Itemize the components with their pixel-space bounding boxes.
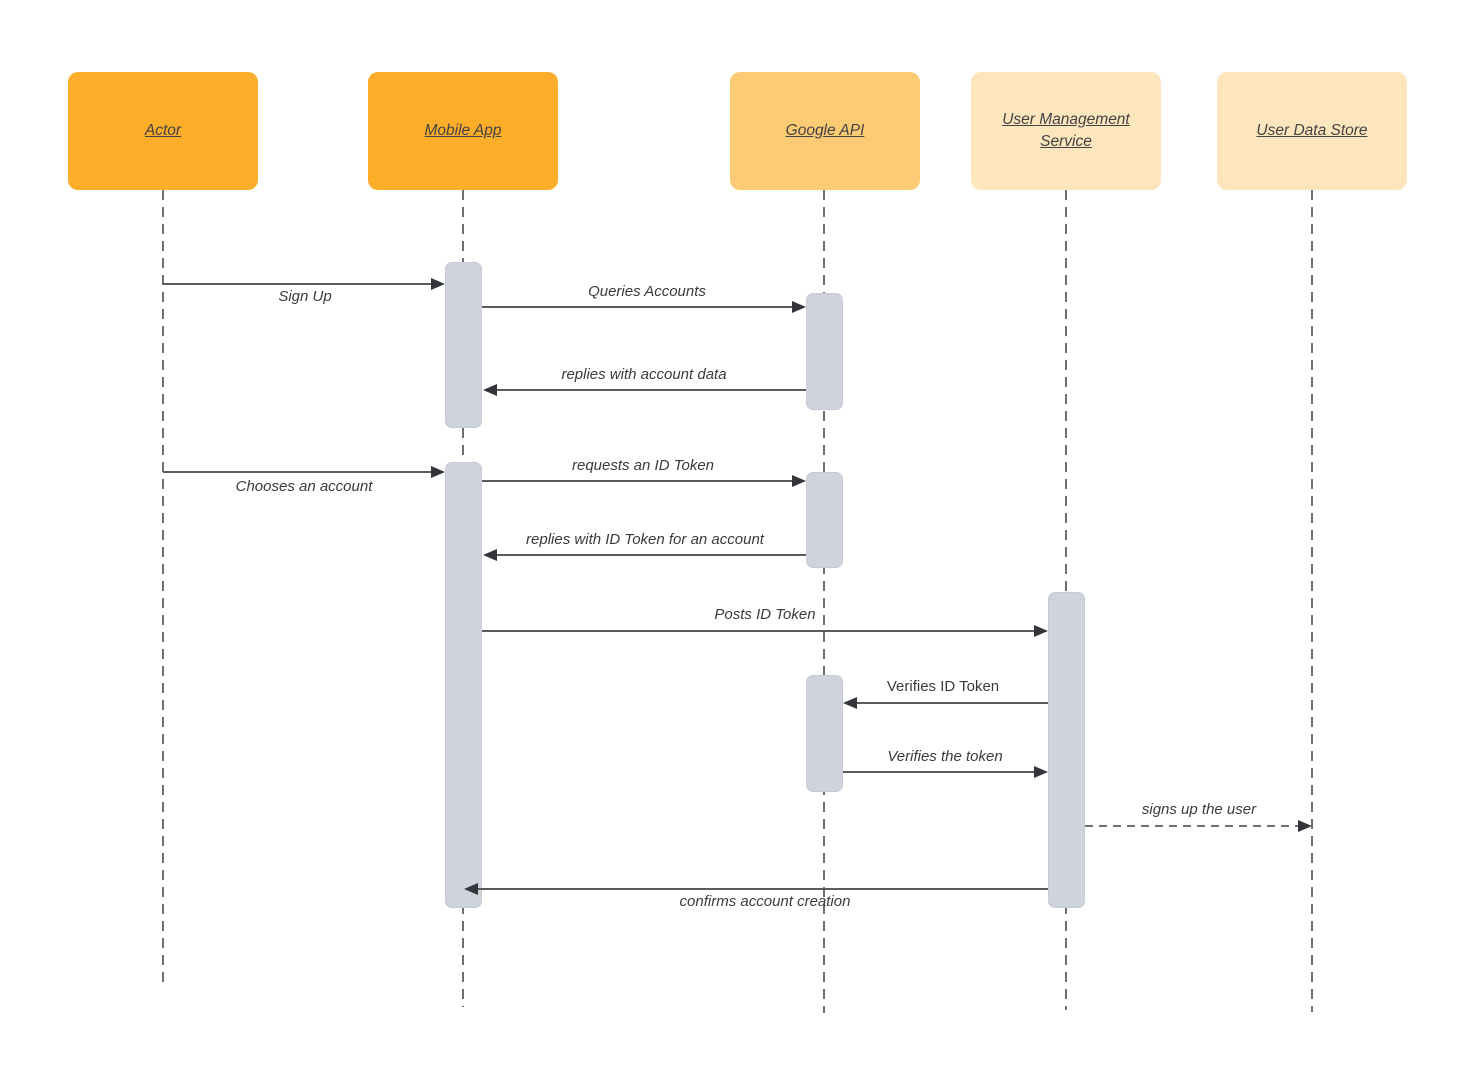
message-line <box>482 306 793 308</box>
activation-bar-google-api-2 <box>806 472 843 568</box>
participant-label: Google API <box>785 121 865 139</box>
message-label: Posts ID Token <box>714 606 816 623</box>
message-label: Verifies ID Token <box>886 678 1000 695</box>
activation-bar-mobile-app-1 <box>445 262 482 428</box>
participant-label: Mobile App <box>424 121 502 139</box>
participant-label: User Management Service <box>1002 110 1130 150</box>
arrowhead-icon <box>792 301 806 313</box>
participant-label: Actor <box>144 121 182 139</box>
arrowhead-icon <box>1298 820 1312 832</box>
arrowhead-icon <box>1034 625 1048 637</box>
lifeline-user-data-store <box>1311 190 1313 1012</box>
activation-bar-mobile-app-2 <box>445 462 482 908</box>
arrowhead-icon <box>483 549 497 561</box>
message-label: Verifies the token <box>887 748 1003 765</box>
arrowhead-icon <box>792 475 806 487</box>
activation-bar-google-api-3 <box>806 675 843 792</box>
message-line <box>843 771 1034 773</box>
participant-head-actor: Actor <box>68 72 258 190</box>
lifeline-actor <box>162 190 164 986</box>
arrowhead-icon <box>464 883 478 895</box>
activation-bar-google-api-1 <box>806 293 843 410</box>
message-label: signs up the user <box>1141 801 1257 818</box>
message-label: requests an ID Token <box>571 457 715 474</box>
message-line <box>496 389 806 391</box>
message-line <box>163 471 432 473</box>
message-line <box>857 702 1048 704</box>
arrowhead-icon <box>843 697 857 709</box>
arrowhead-icon <box>483 384 497 396</box>
lifeline-google-api <box>823 190 825 1013</box>
participant-head-user-management-service: User Management Service <box>971 72 1161 190</box>
arrowhead-icon <box>1034 766 1048 778</box>
message-label: Chooses an account <box>235 478 373 495</box>
message-label: replies with account data <box>561 366 727 383</box>
message-line <box>496 554 806 556</box>
participant-head-mobile-app: Mobile App <box>368 72 558 190</box>
participant-head-google-api: Google API <box>730 72 920 190</box>
message-line <box>482 480 793 482</box>
activation-bar-user-management-service <box>1048 592 1085 908</box>
participant-label: User Data Store <box>1256 121 1368 139</box>
arrowhead-icon <box>431 466 445 478</box>
message-label: Sign Up <box>278 288 332 305</box>
participant-head-user-data-store: User Data Store <box>1217 72 1407 190</box>
message-line <box>482 630 1035 632</box>
message-label: replies with ID Token for an account <box>526 531 764 548</box>
message-line <box>163 283 432 285</box>
message-label: confirms account creation <box>679 893 851 910</box>
arrowhead-icon <box>431 278 445 290</box>
message-line <box>478 888 1048 890</box>
message-line <box>1085 825 1298 827</box>
message-label: Queries Accounts <box>588 283 706 300</box>
